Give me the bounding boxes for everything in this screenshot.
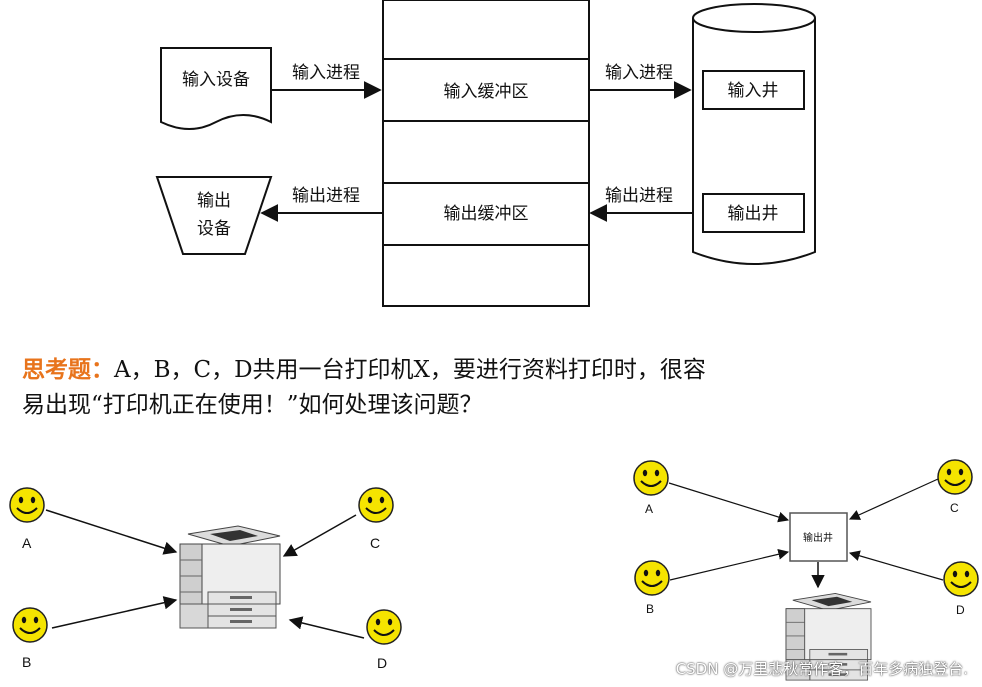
arrow-icon (288, 616, 365, 639)
smiley-icon (937, 459, 973, 495)
printer-icon (179, 525, 281, 629)
question-line1: A，B，C，D共用一台打印机X，要进行资料打印时，很容 (114, 357, 706, 383)
question-label: 思考题： (22, 357, 114, 383)
output-well-node (789, 512, 848, 562)
arrow-icon (669, 548, 790, 581)
output-buffer-label: 输出缓冲区 (444, 204, 529, 224)
smiley-icon (9, 487, 45, 523)
output-well-node-label: 输出井 (803, 531, 833, 544)
output-process-right-label: 输出进程 (605, 186, 673, 206)
right-user-d-label: D (956, 603, 965, 617)
output-device-label-line2: 设备 (197, 219, 231, 239)
input-process-right-label: 输入进程 (605, 63, 673, 83)
user-a-label: A (22, 535, 32, 551)
right-user-c-label: C (950, 501, 959, 515)
output-device: 输出 设备 (155, 176, 273, 255)
input-buffer-label: 输入缓冲区 (444, 82, 529, 102)
arrow-icon (45, 509, 178, 555)
input-well-box (702, 70, 805, 110)
output-well-box (702, 193, 805, 233)
question-text: 思考题：A，B，C，D共用一台打印机X，要进行资料打印时，很容易出现“打印机正在… (22, 353, 962, 423)
input-process-left-label: 输入进程 (292, 63, 360, 83)
output-process-left-label: 输出进程 (292, 186, 360, 206)
buffer-stack: 输入缓冲区 输出缓冲区 (382, 0, 590, 307)
input-device: 输入设备 (160, 47, 272, 130)
left-scenario: A B C D (9, 487, 402, 671)
smiley-icon (358, 487, 394, 523)
arrow-icon (668, 482, 790, 523)
user-d-label: D (377, 655, 387, 671)
right-user-b-label: B (646, 602, 654, 616)
watermark: CSDN @万里悲秋常作客，百年多病独登台. (675, 660, 968, 678)
right-user-a-label: A (645, 502, 653, 516)
smiley-icon (943, 561, 979, 597)
input-device-label: 输入设备 (182, 70, 250, 90)
user-b-label: B (22, 654, 31, 670)
smiley-icon (634, 560, 670, 596)
arrow-icon (51, 596, 178, 629)
smiley-icon (366, 609, 402, 645)
output-well-label: 输出井 (728, 204, 779, 224)
output-device-label-line1: 输出 (197, 191, 231, 211)
user-c-label: C (370, 535, 380, 551)
arrow-icon (848, 550, 944, 581)
disk-cylinder: 输入井 输出井 (692, 3, 816, 265)
input-well-label: 输入井 (728, 81, 779, 101)
arrow-icon (282, 514, 357, 557)
right-scenario: 输出井 A B C D (633, 459, 979, 681)
question-line2: 易出现“打印机正在使用！”如何处理该问题？ (22, 392, 483, 418)
smiley-icon (633, 460, 669, 496)
smiley-icon (12, 607, 48, 643)
arrow-icon (849, 478, 939, 520)
